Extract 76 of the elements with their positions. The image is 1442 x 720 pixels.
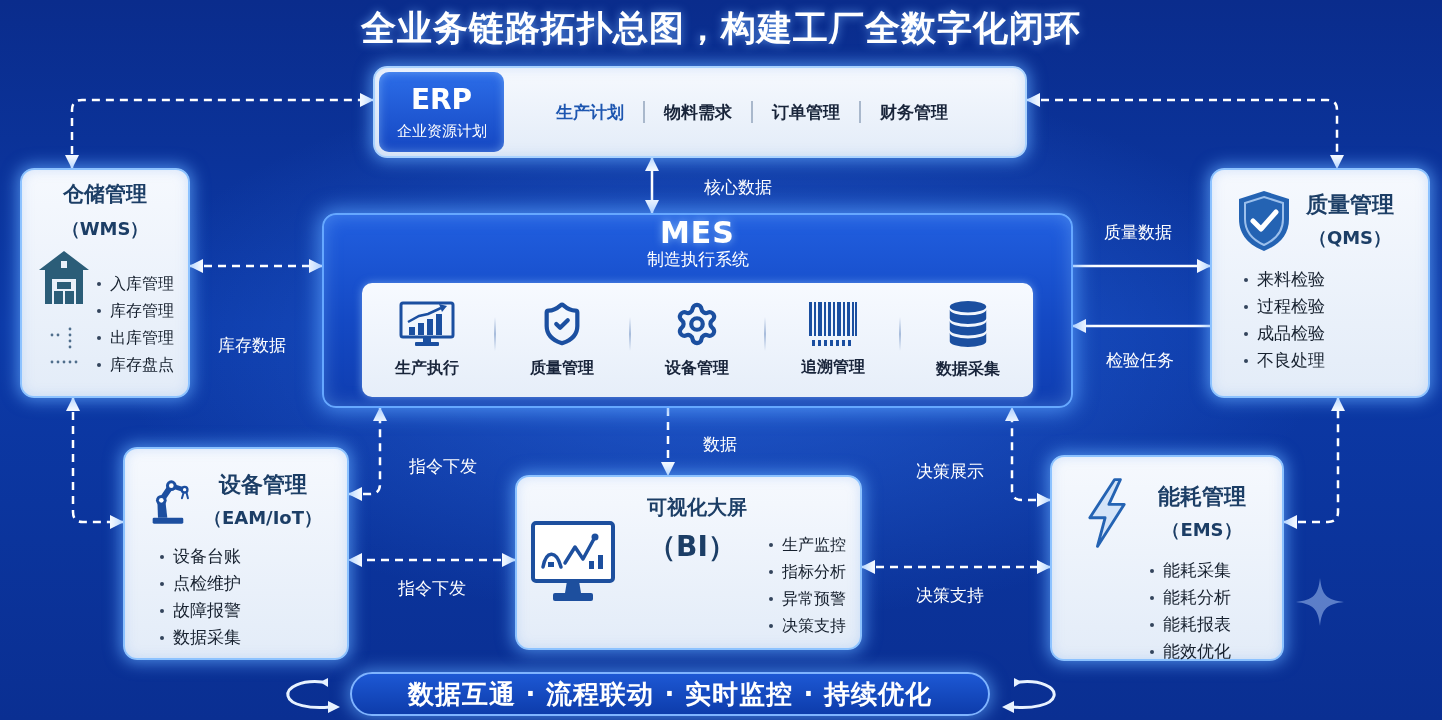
menu-item: 财务管理 — [880, 100, 948, 124]
arrow — [1072, 319, 1210, 333]
list-item: 入库管理 — [95, 270, 174, 297]
edge-label: 指令下发 — [409, 455, 477, 478]
node-title: ERP — [410, 83, 473, 117]
list-item: 出库管理 — [95, 324, 174, 351]
dashed-arrow — [861, 560, 1051, 574]
dashed-arrow — [348, 407, 387, 501]
system-panel — [373, 66, 1027, 158]
list-item: 数据采集 — [158, 624, 241, 651]
node-subtitle: （WMS） — [61, 217, 149, 241]
system-card — [20, 168, 190, 398]
node-subtitle: 企业资源计划 — [396, 121, 487, 141]
system-panel — [322, 213, 1073, 408]
edge-label: 核心数据 — [704, 176, 772, 199]
list-item: 生产监控 — [767, 531, 846, 558]
node-title: 仓储管理 — [63, 181, 147, 208]
system-card — [1210, 168, 1430, 398]
edge-label: 质量数据 — [1104, 221, 1172, 244]
dashed-arrow — [1026, 93, 1344, 169]
menu-item: 物料需求 — [664, 100, 732, 124]
dashed-arrow — [1283, 397, 1345, 529]
edge-label: 检验任务 — [1106, 349, 1174, 372]
list-item: 库存管理 — [95, 297, 174, 324]
list-item: 决策支持 — [767, 612, 846, 639]
node-subtitle: （EAM/IoT） — [203, 506, 322, 530]
node-subtitle: （EMS） — [1162, 518, 1242, 542]
dashed-arrow — [65, 93, 374, 169]
dashed-arrow — [189, 259, 323, 273]
dashed-arrow — [1005, 407, 1051, 507]
list-item: 不良处理 — [1242, 347, 1325, 374]
dashed-arrow — [66, 397, 124, 529]
module-label: 生产执行 — [395, 357, 460, 379]
list-item: 指标分析 — [767, 558, 846, 585]
node-title: 质量管理 — [1306, 191, 1394, 219]
system-card — [1050, 455, 1284, 661]
slogan-banner — [350, 672, 990, 716]
list-item: 能耗分析 — [1148, 584, 1231, 611]
list-item: 能效优化 — [1148, 638, 1231, 665]
list-item: 能耗采集 — [1148, 557, 1231, 584]
edge-label: 指令下发 — [398, 577, 466, 600]
edge-label: 数据 — [703, 433, 737, 456]
node-subtitle: （BI） — [648, 529, 736, 565]
module-panel — [362, 283, 1033, 397]
module-label: 数据采集 — [935, 358, 1000, 380]
edge-label: 库存数据 — [218, 334, 286, 357]
diagram-title: 全业务链路拓扑总图，构建工厂全数字化闭环 — [361, 7, 1081, 50]
list-item: 成品检验 — [1242, 320, 1325, 347]
node-title: 可视化大屏 — [647, 494, 747, 521]
list-item: 能耗报表 — [1148, 611, 1231, 638]
system-card — [515, 475, 862, 650]
module-label: 质量管理 — [530, 357, 595, 379]
node-subtitle: （QMS） — [1308, 226, 1392, 250]
list-item: 设备台账 — [158, 543, 241, 570]
list-item: 来料检验 — [1242, 266, 1325, 293]
edge-label: 决策展示 — [916, 460, 984, 483]
list-item: 点检维护 — [158, 570, 241, 597]
menu-item: 订单管理 — [772, 100, 840, 124]
node-title: MES — [660, 215, 735, 250]
edge-label: 决策支持 — [916, 584, 984, 607]
module-label: 追溯管理 — [800, 356, 865, 378]
list-item: 故障报警 — [158, 597, 241, 624]
arrow — [1073, 259, 1211, 273]
dashed-arrow — [661, 408, 675, 476]
list-item: 异常预警 — [767, 585, 846, 612]
list-item: 过程检验 — [1242, 293, 1325, 320]
list-item: 库存盘点 — [95, 351, 174, 378]
module-label: 设备管理 — [665, 357, 730, 379]
system-card — [123, 447, 349, 660]
menu-item: 生产计划 — [556, 100, 624, 124]
node-title: 能耗管理 — [1158, 483, 1246, 511]
arrow — [645, 157, 659, 214]
slogan-text: 数据互通 · 流程联动 · 实时监控 · 持续优化 — [407, 678, 933, 711]
node-subtitle: 制造执行系统 — [646, 248, 749, 271]
node-title: 设备管理 — [218, 471, 307, 499]
dashed-arrow — [348, 553, 516, 567]
